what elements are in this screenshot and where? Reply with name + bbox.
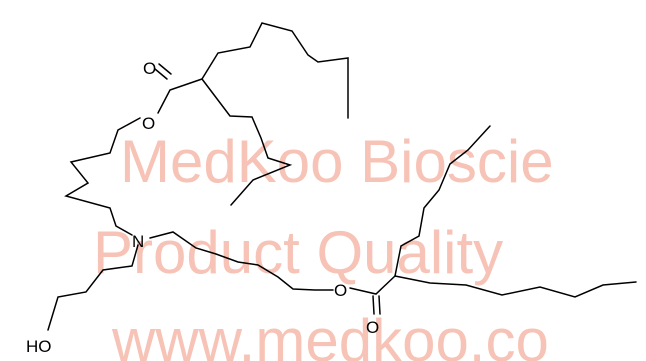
- atom-carbonyl-oxygen-bottom: O: [366, 318, 379, 337]
- atom-carbonyl-oxygen-top: O: [143, 59, 156, 78]
- bond-hydroxybutyl-chain: [47, 244, 139, 331]
- watermark-line-2: Product Quality: [93, 219, 503, 286]
- bond-lower-nonyl-chain: [394, 275, 637, 298]
- watermark-line-3: www.medkoo.co: [111, 307, 549, 361]
- bond-upper-ester: [157, 78, 203, 114]
- bond-right-hexyl-linker: [149, 231, 334, 291]
- bond-left-hexyl-linker: [64, 117, 141, 236]
- bond-skeleton: [47, 22, 637, 331]
- bond-upper-nonyl-chain: [201, 22, 349, 119]
- bond-carbonyl-top-1: [154, 68, 168, 80]
- atom-ester-oxygen-top: O: [142, 114, 155, 133]
- watermark-line-1: MedKoo Bioscie: [120, 128, 554, 195]
- watermark: MedKoo Bioscie Product Quality www.medko…: [93, 128, 554, 361]
- atom-nitrogen: N: [132, 232, 144, 251]
- bond-carbonyl-bottom-1: [372, 295, 375, 315]
- atom-labels: O O N O O HO: [26, 59, 379, 356]
- atom-ester-oxygen-bottom: O: [334, 281, 347, 300]
- bond-carbonyl-top-2: [158, 63, 172, 75]
- bond-lower-ester: [349, 275, 396, 295]
- bond-lower-hexyl-chain: [394, 125, 491, 277]
- bond-upper-heptyl-chain: [201, 78, 293, 206]
- atom-hydroxyl-group: HO: [26, 337, 52, 356]
- bond-carbonyl-bottom-2: [378, 295, 381, 315]
